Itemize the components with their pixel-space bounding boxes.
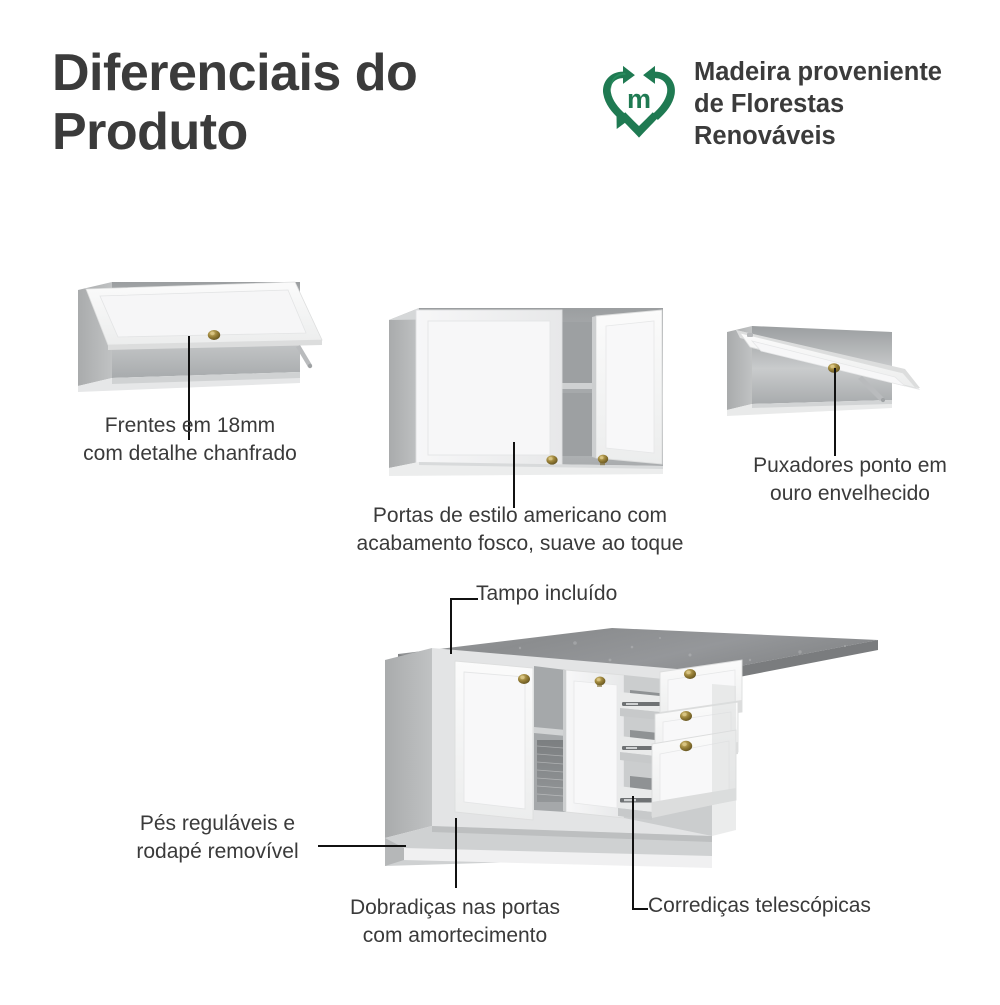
feature-label-portas: Portas de estilo americano com acabament…	[356, 504, 684, 555]
wall-cabinet-flip-door-left	[78, 281, 323, 392]
base-cabinet	[385, 628, 878, 868]
wall-cabinet-flip-door-right	[727, 326, 920, 416]
leader-line-corredicas-vertical	[632, 796, 634, 910]
svg-text:m: m	[627, 84, 651, 114]
leader-line-pes	[318, 845, 406, 847]
eco-badge-text: Madeira proveniente de Florestas Renováv…	[694, 57, 942, 151]
leader-line-dobradicas	[455, 818, 457, 888]
page-title: Diferenciais do Produto	[52, 44, 418, 162]
feature-label-pes: Pés reguláveis e rodapé removível	[136, 812, 299, 863]
leader-line-frentes	[188, 336, 190, 440]
feature-label-dobradicas: Dobradiças nas portas com amortecimento	[349, 896, 561, 947]
leader-line-puxadores	[834, 368, 836, 456]
feature-label-puxadores: Puxadores ponto em ouro envelhecido	[753, 454, 947, 505]
leader-line-portas	[513, 442, 515, 508]
wall-cabinet-two-doors	[389, 308, 663, 476]
eco-badge: m Madeira proveniente de Florestas Renov…	[598, 58, 988, 150]
leader-line-corredicas-horizontal	[632, 908, 648, 910]
leader-line-tampo-horizontal	[450, 598, 478, 600]
feature-label-frentes: Frentes em 18mm com detalhe chanfrado	[83, 414, 297, 465]
feature-label-corredicas: Corrediças telescópicas	[648, 894, 871, 917]
leader-line-tampo-vertical	[450, 598, 452, 654]
feature-label-tampo: Tampo incluído	[476, 582, 618, 605]
recycle-heart-logo: m	[598, 63, 680, 145]
